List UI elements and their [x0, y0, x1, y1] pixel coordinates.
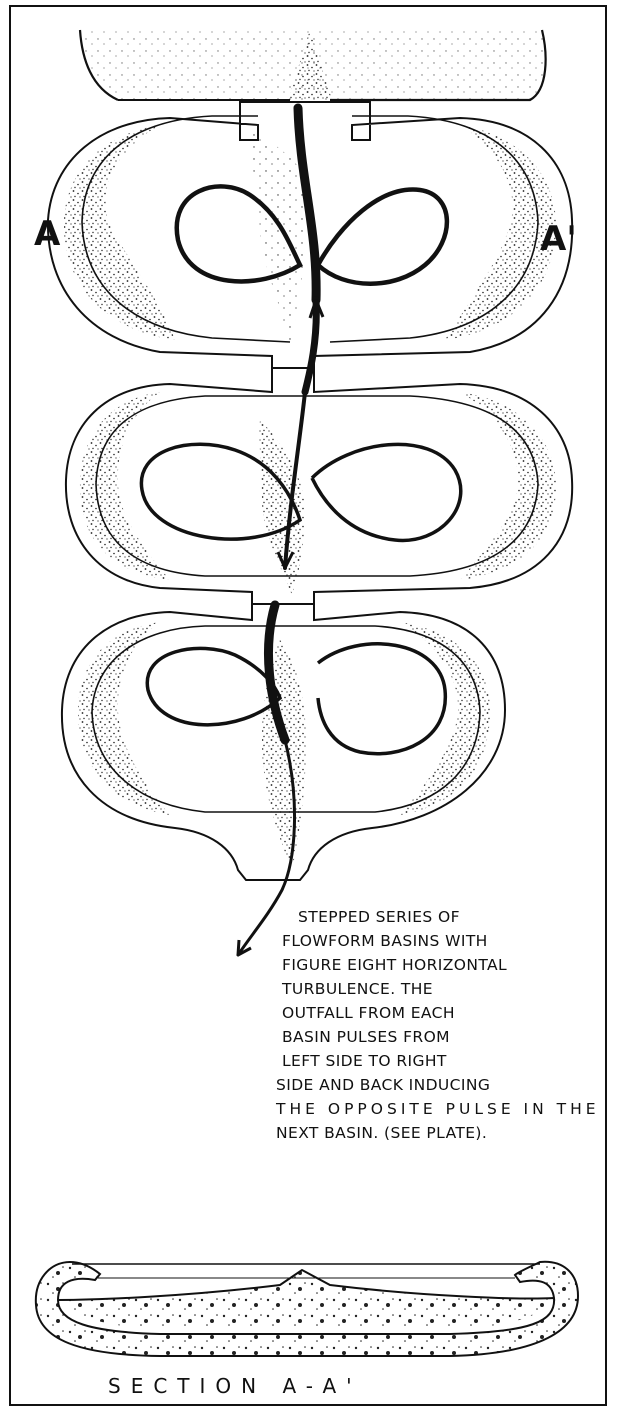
- note-line: STEPPED SERIES OF: [298, 908, 460, 926]
- note-line: THE OPPOSITE PULSE IN THE: [275, 1100, 596, 1118]
- section-right-label: A': [540, 219, 577, 259]
- note-line: TURBULENCE. THE: [281, 980, 433, 998]
- section-caption: SECTION A-A': [108, 1374, 362, 1398]
- top-basin-fragment: [80, 30, 546, 100]
- note-line: FLOWFORM BASINS WITH: [282, 932, 488, 950]
- cross-section: [36, 1262, 578, 1356]
- note-line: LEFT SIDE TO RIGHT: [282, 1052, 447, 1070]
- section-left-label: A: [34, 214, 61, 254]
- note-line: NEXT BASIN. (SEE PLATE).: [276, 1124, 487, 1142]
- note-block: STEPPED SERIES OF FLOWFORM BASINS WITH F…: [275, 908, 596, 1142]
- note-line: SIDE AND BACK INDUCING: [276, 1076, 490, 1094]
- note-line: FIGURE EIGHT HORIZONTAL: [282, 956, 507, 974]
- note-line: BASIN PULSES FROM: [282, 1028, 450, 1046]
- note-line: OUTFALL FROM EACH: [282, 1004, 455, 1022]
